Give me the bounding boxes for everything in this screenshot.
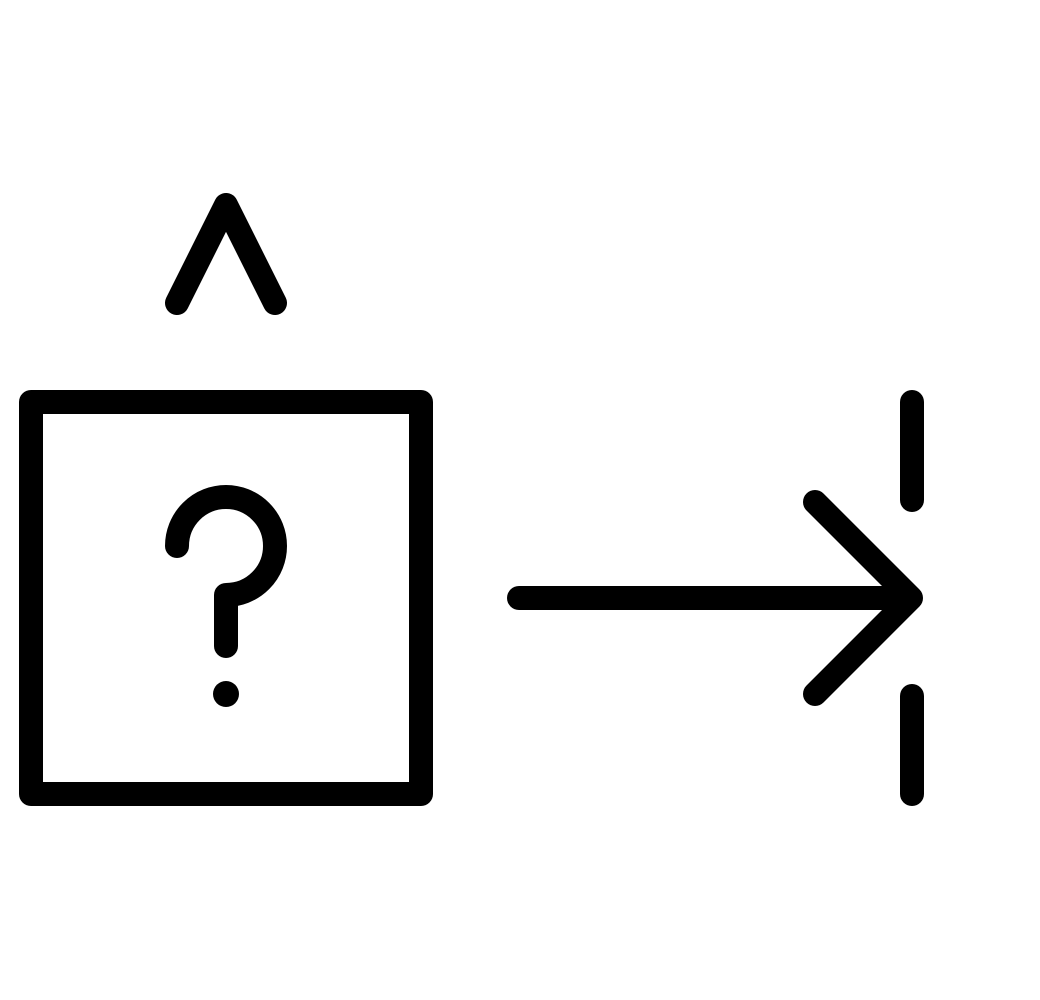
question-mark-icon xyxy=(165,485,287,707)
caret-up-icon xyxy=(165,193,287,315)
box-outline xyxy=(19,390,433,806)
arrow-head xyxy=(803,490,923,706)
question-mark-dot xyxy=(213,681,239,707)
right-arrow-icon xyxy=(507,490,923,706)
question-mark-curve xyxy=(165,485,287,658)
question-box-icon xyxy=(19,390,433,806)
